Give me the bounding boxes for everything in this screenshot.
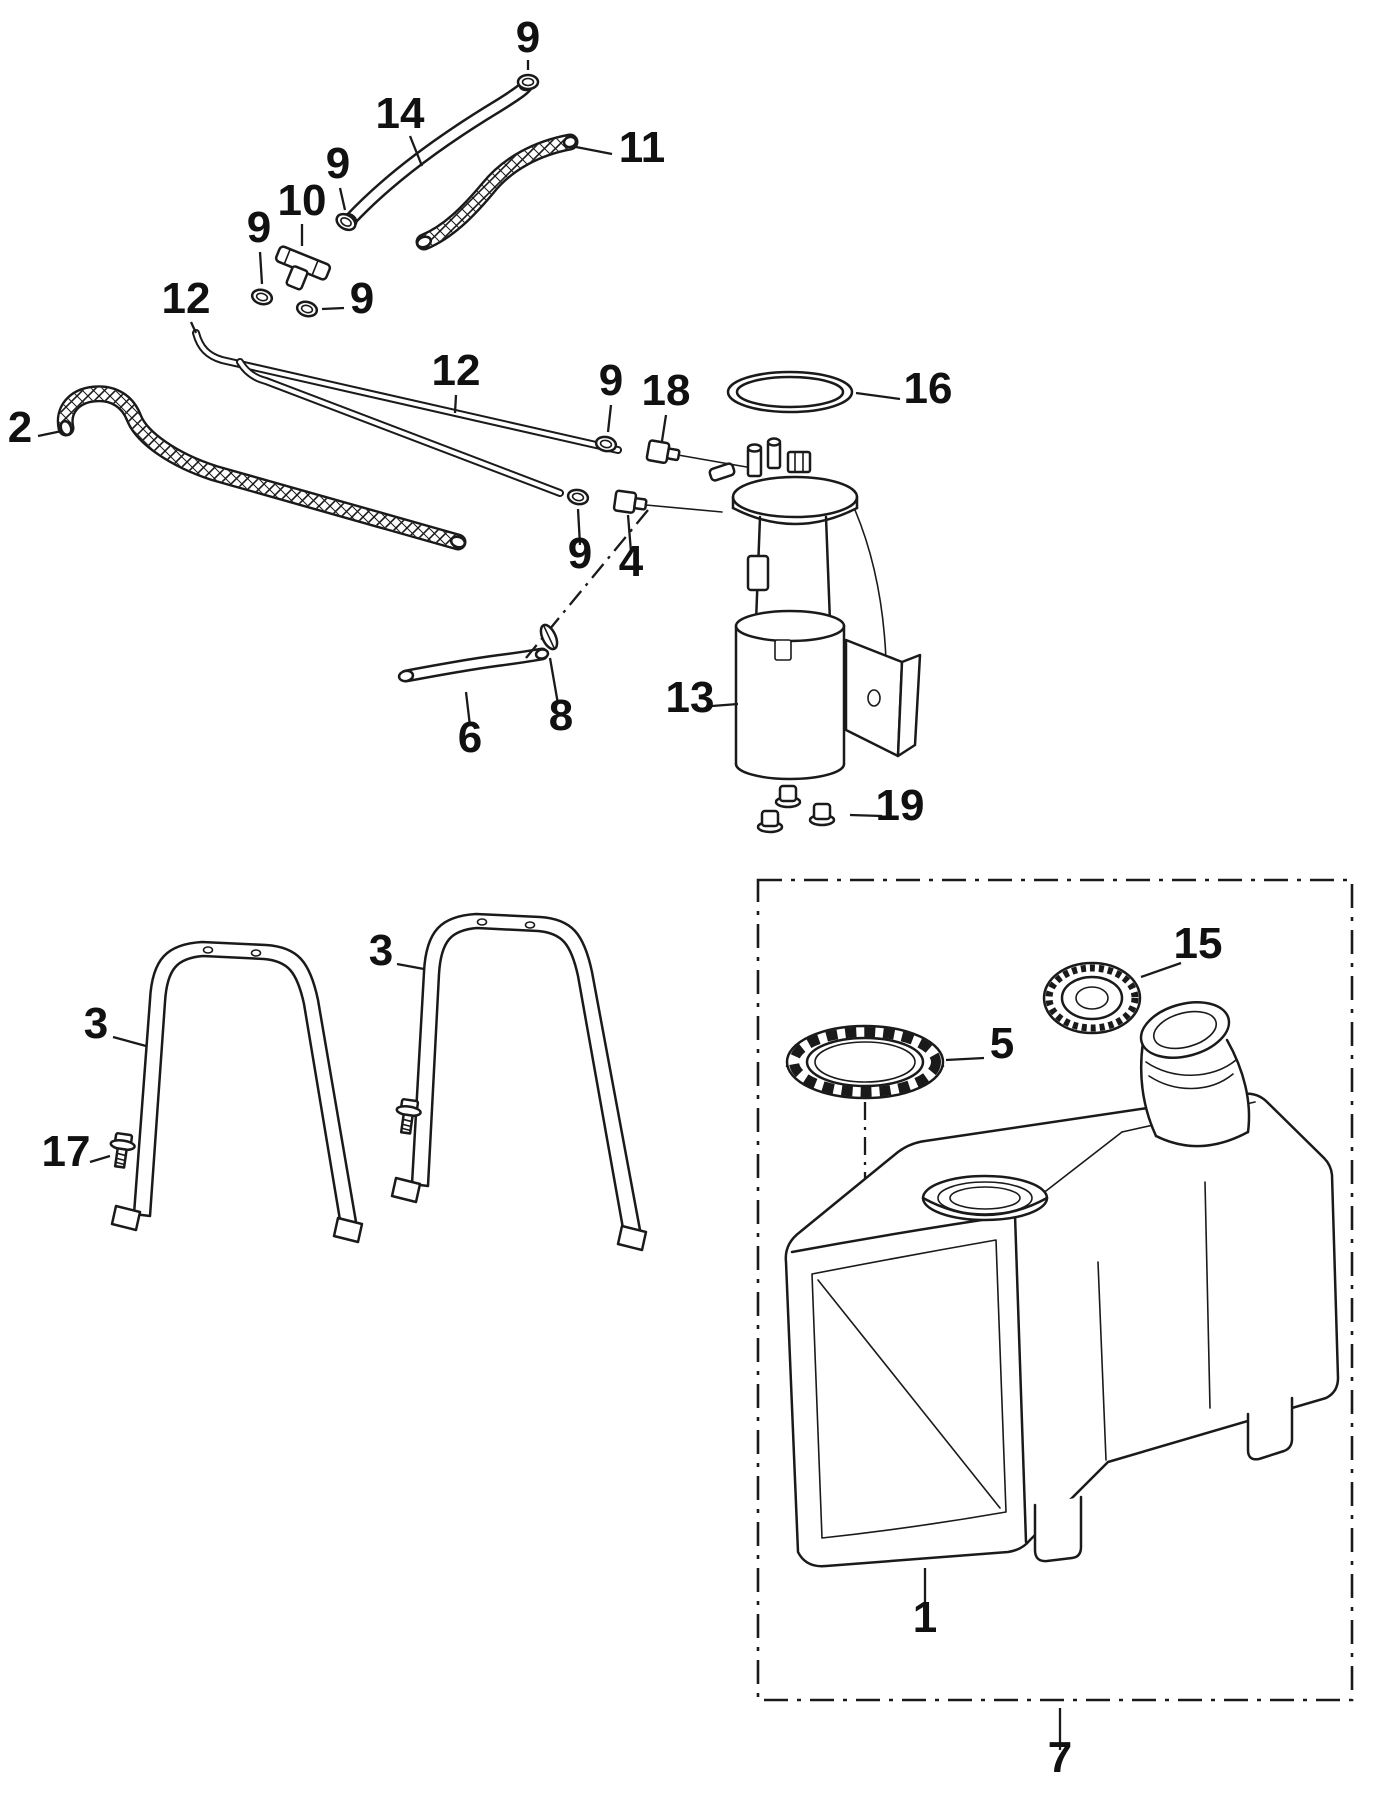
strap-bolt — [395, 1098, 422, 1135]
strap-bolt — [109, 1132, 136, 1169]
callout-12-lower: 12 — [432, 346, 481, 395]
callout-3-left: 3 — [84, 999, 108, 1048]
hose-clamp — [295, 300, 319, 318]
fuel-line-12-lower — [236, 358, 723, 513]
callout-2: 2 — [8, 403, 32, 452]
assembly-axis-line — [525, 509, 649, 659]
fitting-4 — [612, 489, 648, 514]
callout-10: 10 — [278, 176, 327, 225]
fitting-18 — [645, 439, 681, 465]
tank-strap-right — [390, 912, 648, 1252]
fuel-cap — [1042, 961, 1142, 1035]
fuel-tank — [784, 1001, 1340, 1568]
fuel-pump-module — [708, 437, 922, 781]
callout-9-tee-bottom: 9 — [350, 274, 374, 323]
callout-1: 1 — [913, 1593, 937, 1642]
callout-9-top: 9 — [516, 13, 540, 62]
mounting-nut — [774, 784, 802, 809]
retaining-clip — [539, 623, 559, 651]
leader-lines — [37, 60, 1182, 1750]
tank-seal-ring — [726, 370, 854, 414]
tee-fitting — [274, 245, 332, 291]
hose-clamp — [250, 288, 274, 306]
callout-11: 11 — [619, 123, 666, 172]
fuel-line-12-upper — [192, 329, 759, 470]
callout-16: 16 — [904, 364, 953, 413]
assembly-boundary-box — [756, 878, 1354, 1702]
callout-9-line-upper: 9 — [599, 356, 623, 405]
callout-13: 13 — [666, 673, 715, 722]
callout-18: 18 — [642, 366, 691, 415]
callout-15: 15 — [1174, 919, 1223, 968]
callout-7: 7 — [1048, 1733, 1072, 1782]
callout-6: 6 — [458, 713, 482, 762]
mounting-nut — [756, 809, 784, 834]
callout-17: 17 — [42, 1127, 91, 1176]
callout-9-tee-left: 9 — [247, 203, 271, 252]
mounting-nut — [808, 802, 836, 827]
hose-clamp — [566, 488, 590, 506]
hose-clamp — [335, 212, 357, 232]
hose-clamp — [516, 73, 540, 91]
callout-12-upper: 12 — [162, 274, 211, 323]
hose-6 — [397, 647, 550, 683]
callout-14: 14 — [376, 89, 425, 138]
callout-labels: 9 14 11 9 10 9 12 9 2 12 9 18 16 9 4 13 … — [8, 13, 1223, 1782]
tank-strap-left — [110, 940, 364, 1244]
callout-5: 5 — [990, 1019, 1014, 1068]
callout-9-line-lower: 9 — [568, 529, 592, 578]
callout-4: 4 — [619, 537, 644, 586]
callout-9-hose14: 9 — [326, 139, 350, 188]
hose-11 — [415, 133, 579, 251]
hose-2 — [56, 385, 467, 551]
hose-clamp — [594, 435, 618, 453]
lock-ring — [785, 1024, 945, 1100]
callout-19: 19 — [876, 781, 925, 830]
callout-8: 8 — [549, 691, 573, 740]
callout-3-right: 3 — [369, 926, 393, 975]
